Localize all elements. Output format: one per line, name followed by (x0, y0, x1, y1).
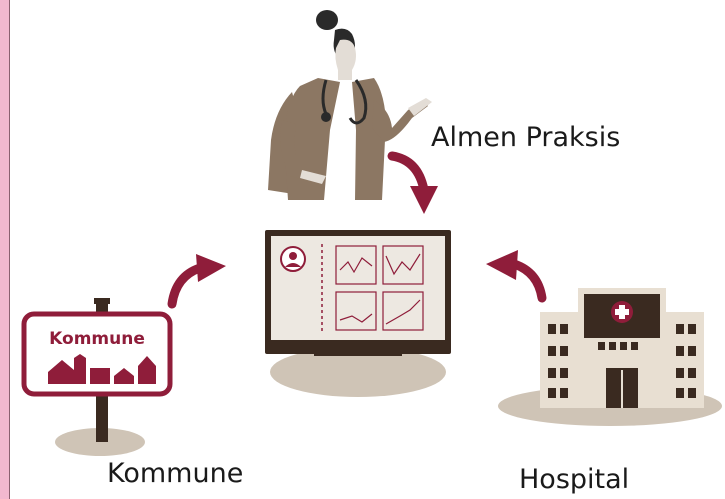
hospital-label: Hospital (519, 464, 630, 495)
kommune-sign: Kommune (21, 298, 173, 456)
graph-panels (335, 245, 424, 331)
hospital-cross-icon (611, 301, 633, 323)
almen-praksis-label: Almen Praksis (431, 122, 621, 153)
arrow-icon (387, 151, 438, 214)
left-margin-bar (0, 0, 10, 499)
arrow-icon (486, 250, 547, 303)
kommune-label: Kommune (107, 458, 244, 489)
monitor (265, 230, 451, 397)
monitor-shadow (270, 347, 446, 397)
hospital-building (498, 288, 722, 426)
kommune-sign-text: Kommune (49, 329, 145, 349)
person-avatar-icon (280, 246, 306, 272)
arrow-icon (167, 254, 226, 309)
doctor-figure (268, 10, 432, 200)
